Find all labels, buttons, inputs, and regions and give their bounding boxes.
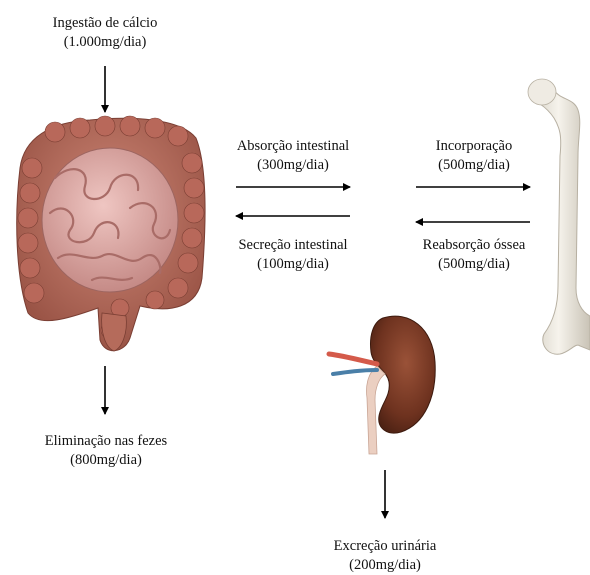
- small-intestine-shape: [42, 148, 178, 292]
- femur-bone-illustration: [520, 76, 590, 361]
- bone-head: [528, 79, 556, 105]
- kidney-illustration: [325, 312, 445, 457]
- renal-artery-shape: [329, 354, 377, 364]
- bone-shape: [533, 80, 590, 354]
- intestine-illustration: [10, 108, 210, 358]
